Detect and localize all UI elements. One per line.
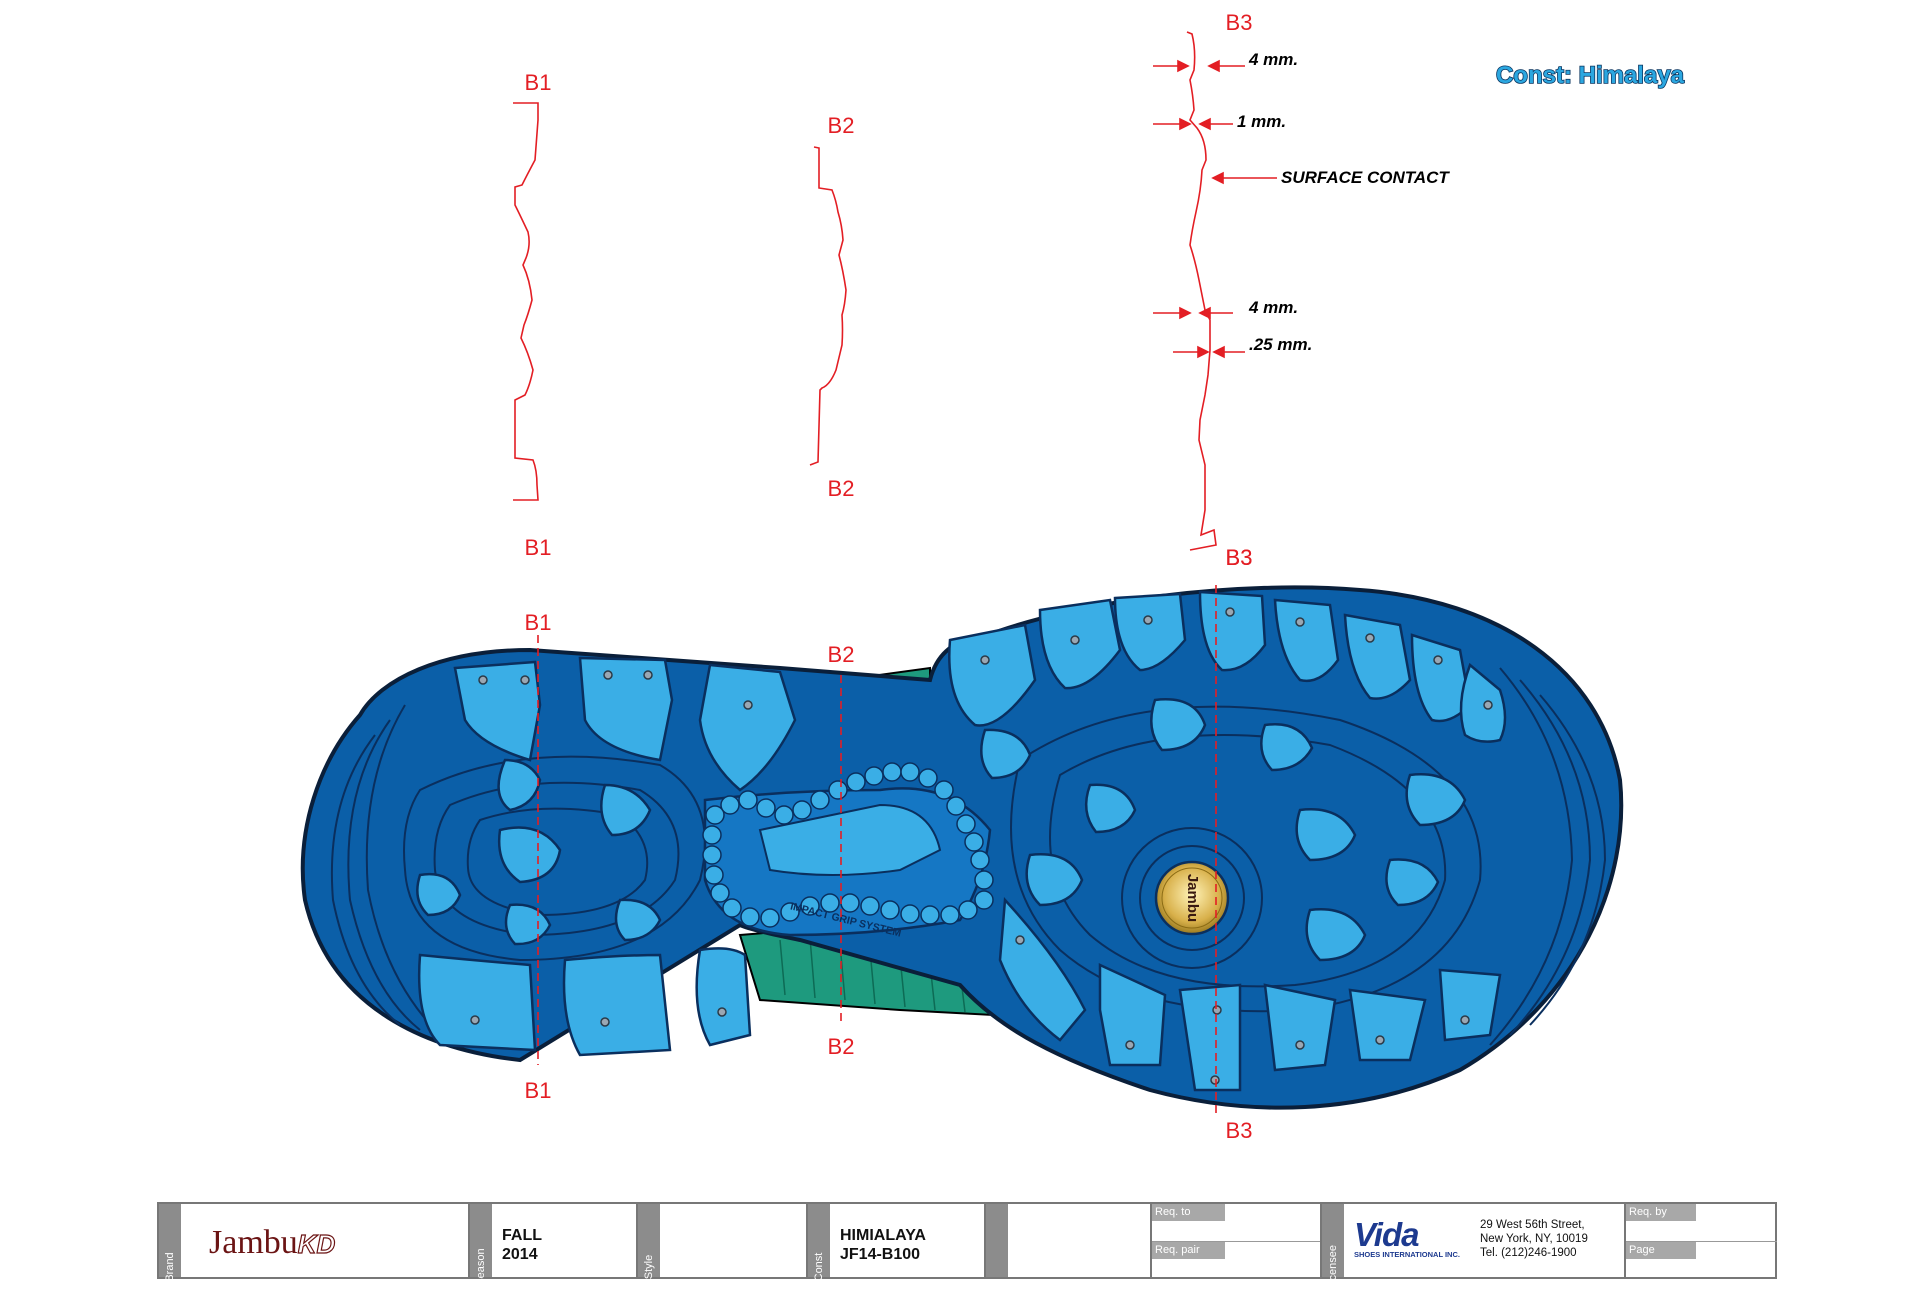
style-cell: Style [638, 1204, 808, 1280]
toe-edge-ripples [1489, 667, 1607, 1046]
cut-label-b3-top: B3 [1226, 545, 1253, 570]
medallion-logo-text: Jambu [1184, 874, 1201, 922]
req-by-divider [1626, 1241, 1777, 1242]
vida-logo: Vida SHOES INTERNATIONAL INC. [1354, 1216, 1460, 1259]
surface-contact-label: SURFACE CONTACT [1281, 168, 1450, 187]
section-label-b1-bottom: B1 [525, 535, 552, 560]
brand-cell: Brand JambuKD [159, 1204, 470, 1282]
section-label-b3-bottom: B3 [1226, 545, 1253, 570]
req-by-label: Req. by [1629, 1206, 1667, 1218]
licensee-cell: Licensee Vida SHOES INTERNATIONAL INC. 2… [1322, 1204, 1626, 1289]
brand-logo-main: Jambu [209, 1224, 298, 1261]
waist-traction-zone: IMPACT GRIP SYSTEM [702, 762, 994, 940]
req-by-cell: Req. by Page [1626, 1204, 1777, 1277]
brand-label: Brand [164, 1252, 176, 1282]
section-cut-lines [537, 585, 1217, 1115]
heel-lugs-top [453, 656, 797, 792]
const-strip: Const [808, 1204, 830, 1281]
season-cell: Season FALL 2014 [470, 1204, 638, 1286]
brand-strip: Brand [159, 1204, 181, 1282]
vida-logo-subtext: SHOES INTERNATIONAL INC. [1354, 1250, 1460, 1259]
const-label: Const [813, 1252, 825, 1282]
section-label-b3-top: B3 [1226, 10, 1253, 35]
heel-nubs [416, 758, 662, 946]
dimension-label-1mm: 1 mm. [1237, 112, 1286, 131]
forefoot-lugs-bottom [998, 897, 1502, 1092]
section-label-b2-bottom: B2 [828, 476, 855, 501]
style-strip: Style [638, 1204, 660, 1280]
season-label: Season [475, 1248, 487, 1286]
section-profile-b2 [809, 146, 847, 466]
cut-label-b3-bottom: B3 [1226, 1118, 1253, 1143]
title-block: Brand JambuKD Season FALL 2014 Style Con… [157, 1202, 1777, 1289]
licensee-strip: Licensee [1322, 1204, 1344, 1289]
waist-bead-chain [702, 762, 994, 928]
forefoot-nubs [980, 698, 1467, 962]
const-cell: Const HIMIALAYA JF14-B100 [808, 1204, 986, 1281]
vida-logo-text: Vida [1354, 1216, 1419, 1253]
cut-label-b1-top: B1 [525, 610, 552, 635]
req-pair-label: Req. pair [1155, 1244, 1200, 1256]
heel-lugs-bottom [417, 947, 752, 1057]
section-label-b1-top: B1 [525, 70, 552, 95]
heel-edge-ripples [330, 704, 441, 1036]
cut-label-b1-bottom: B1 [525, 1078, 552, 1103]
req-cell: Req. to Req. pair [1152, 1204, 1322, 1277]
jambu-medallion: Jambu [1154, 860, 1230, 936]
cut-label-b2-bottom: B2 [828, 1034, 855, 1059]
blank-cell [1008, 1204, 1152, 1277]
licensee-address: 29 West 56th Street, New York, NY, 10019… [1480, 1219, 1588, 1259]
brand-logo-suffix: KD [297, 1228, 336, 1259]
const-value: HIMIALAYA JF14-B100 [840, 1227, 926, 1263]
page-label: Page [1629, 1244, 1655, 1256]
construction-label: Const: Himalaya [1496, 62, 1685, 89]
season-strip: Season [470, 1204, 492, 1286]
req-pair-bar [1152, 1242, 1225, 1259]
licensee-label: Licensee [1327, 1244, 1339, 1289]
req-divider [1152, 1241, 1320, 1242]
dimension-label-4mm-top: 4 mm. [1248, 50, 1298, 69]
forefoot-lugs-top [948, 590, 1507, 743]
dimension-arrows [1153, 59, 1277, 359]
section-label-b2-top: B2 [828, 113, 855, 138]
spacer-strip [986, 1204, 1008, 1277]
page-bar [1626, 1242, 1696, 1259]
outsole: IMPACT GRIP SYSTEM [300, 585, 1624, 1110]
brand-logo: JambuKD [209, 1224, 336, 1262]
dimension-label-4mm-bottom: 4 mm. [1248, 298, 1298, 317]
cut-label-b2-top: B2 [828, 642, 855, 667]
req-to-bar [1152, 1204, 1225, 1221]
dimension-label-025mm: .25 mm. [1249, 335, 1312, 354]
section-profile-b3 [1186, 31, 1217, 551]
req-by-bar [1626, 1204, 1696, 1221]
section-profile-b1 [513, 102, 539, 501]
req-to-label: Req. to [1155, 1206, 1191, 1218]
forefoot-contour-rings [1010, 705, 1482, 1013]
season-value: FALL 2014 [502, 1227, 542, 1263]
style-label: Style [643, 1254, 655, 1280]
traction-studs [470, 607, 1493, 1085]
